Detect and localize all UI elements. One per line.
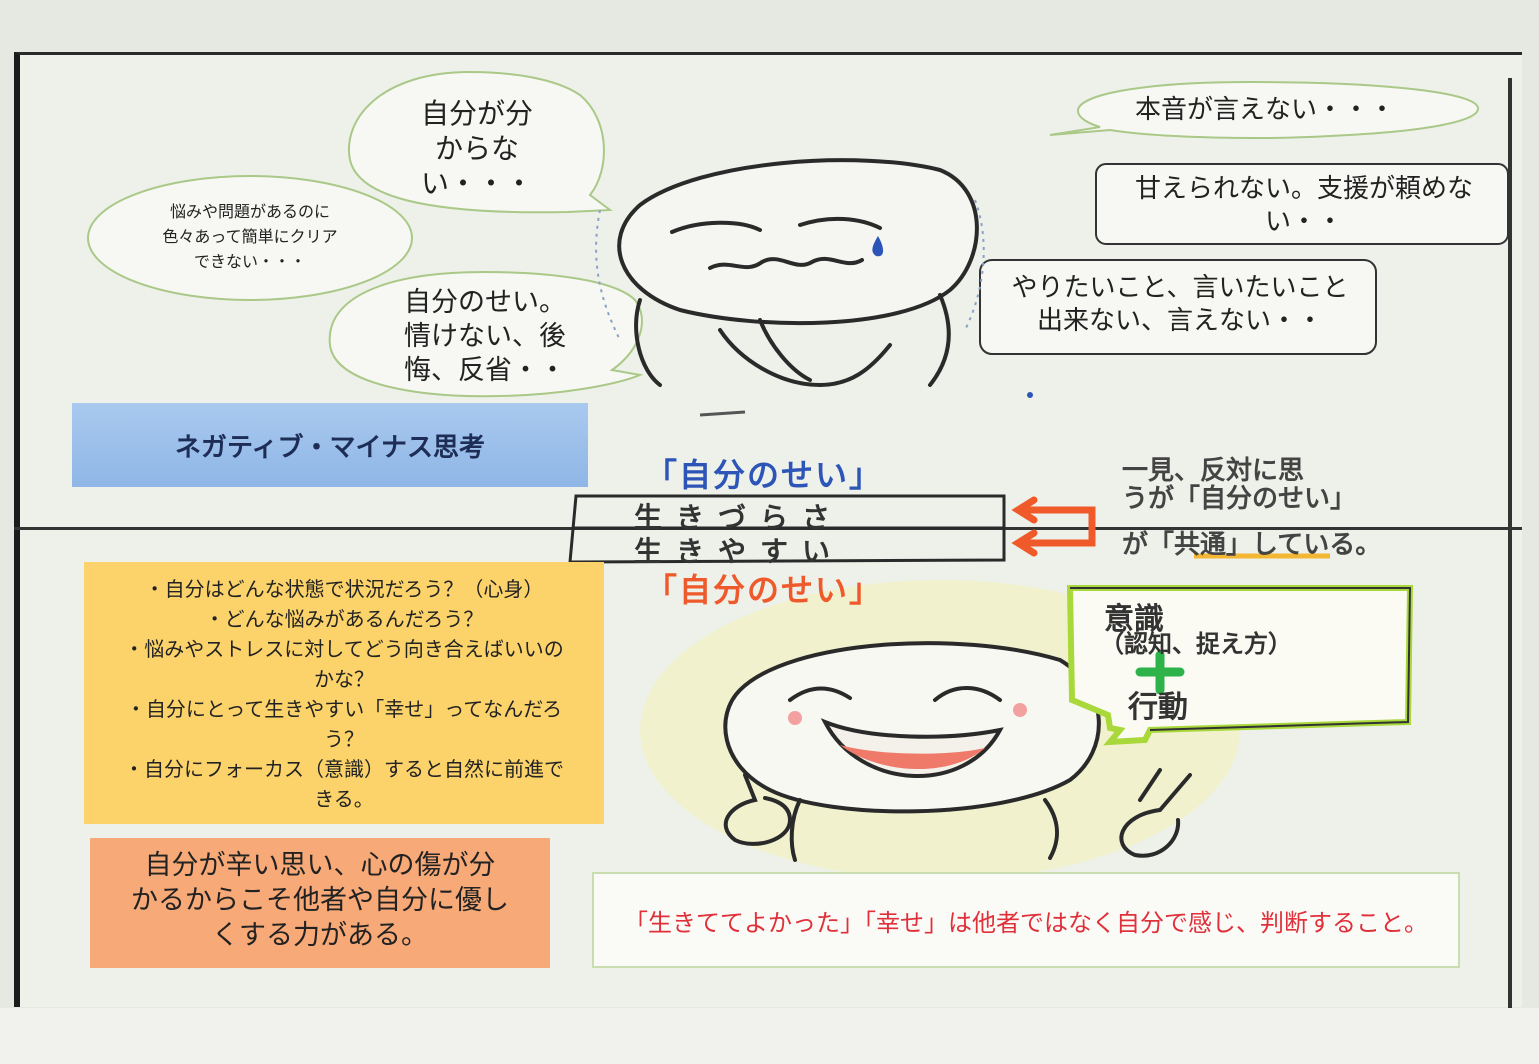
honne-text: 本音が言えない・・・	[1134, 95, 1395, 125]
yaritai-text: やりたいこと、言いたいこと出来ない、言えない・・	[1011, 273, 1349, 336]
bubble-lost-text: 自分が分からない・・・	[420, 97, 533, 200]
worried-character	[617, 158, 979, 388]
strength-box: 自分が辛い思い、心の傷が分 かるからこそ他者や自分に優し くする力がある。	[90, 838, 550, 968]
green-frame-ink	[1070, 587, 1412, 731]
orange-arrows	[1011, 496, 1096, 557]
ikiyasui-text: 生きやすい	[634, 535, 845, 568]
negative-thinking-label: ネガティブ・マイナス思考	[72, 403, 588, 487]
left-cheek	[788, 711, 802, 725]
common-note-line3: が「共通」している。	[1122, 530, 1382, 560]
tear-drop	[872, 236, 884, 257]
bottom-margin	[0, 1008, 1539, 1064]
ground-line	[699, 410, 746, 417]
bubble-problems-outline	[87, 175, 413, 301]
happy-mouth-inside	[840, 745, 985, 770]
questions-box: ・自分はどんな状態で状況だろう？（心身） ・どんな悩みがあるんだろう？ ・悩みや…	[84, 562, 604, 824]
jibun-no-sei-bottom: 「自分のせい」	[645, 571, 884, 609]
ink-dot	[1027, 392, 1033, 398]
bubble-honne-outline	[1049, 80, 1479, 139]
ishiki-text: 意識	[1104, 602, 1164, 637]
bubble-problems-text: 悩みや問題があるのに色々あって簡単にクリアできない・・・	[162, 202, 338, 271]
yaritai-box-outline	[979, 259, 1377, 355]
contrast-box	[568, 494, 1006, 564]
bubble-blame-text: 自分のせい。情けない、後悔、反省・・	[404, 287, 566, 386]
jibun-no-sei-top: 「自分のせい」	[645, 456, 884, 494]
right-border	[1508, 78, 1512, 1008]
worry-lines	[595, 199, 985, 341]
common-note-line1: 一見、反対に思	[1122, 456, 1305, 486]
ninchi-text: （認知、捉え方）	[1100, 630, 1292, 658]
right-cheek	[1013, 703, 1027, 717]
ikizurasa-text: 生きづらさ	[634, 501, 845, 534]
green-plus-icon	[1135, 650, 1185, 695]
happiness-note: 「生きててよかった」「幸せ」は他者ではなく自分で感じ、判断すること。	[592, 872, 1460, 968]
bubble-lost-outline	[347, 70, 613, 214]
amae-box-outline	[1095, 163, 1509, 245]
kodo-text: 行動	[1128, 690, 1188, 725]
common-note-line2: うが「自分のせい」	[1122, 484, 1357, 514]
amae-text: 甘えられない。支援が頼めない・・	[1134, 174, 1473, 237]
bubble-blame-outline	[328, 270, 644, 398]
